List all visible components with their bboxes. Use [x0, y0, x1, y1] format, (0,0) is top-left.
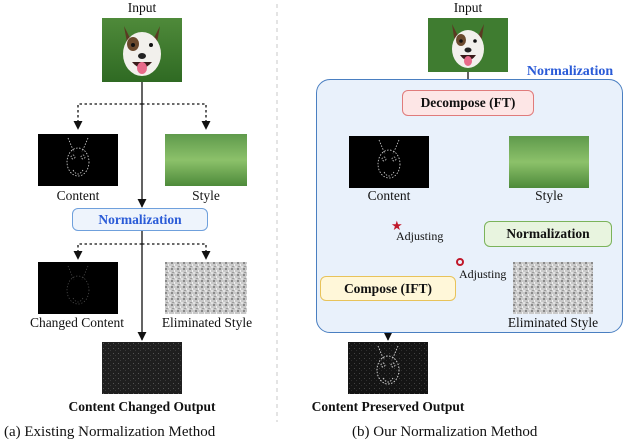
right-input-label: Input	[453, 0, 483, 15]
arrow-to-style	[142, 103, 211, 130]
left-content-label: Content	[56, 188, 100, 203]
compose-box: Compose (IFT)	[320, 276, 456, 301]
left-changed-content-image	[38, 262, 118, 314]
left-changed-content-label: Changed Content	[29, 315, 125, 330]
circle-marker-icon	[456, 258, 464, 266]
adjusting-label-content: Adjusting	[396, 229, 444, 243]
right-content-image	[349, 136, 429, 188]
adjusting-label-style: Adjusting	[459, 267, 507, 281]
left-output-image	[102, 342, 182, 394]
left-content-image	[38, 134, 118, 186]
right-eliminated-style-label: Eliminated Style	[507, 315, 599, 330]
left-caption: (a) Existing Normalization Method	[4, 424, 216, 440]
right-style-image	[509, 136, 589, 188]
left-style-image	[165, 134, 247, 186]
right-caption: (b) Our Normalization Method	[352, 424, 538, 440]
left-style-label: Style	[192, 188, 220, 203]
right-eliminated-style-image	[513, 262, 593, 314]
decompose-box: Decompose (FT)	[402, 90, 534, 116]
normalization-region-label: Normalization	[526, 64, 614, 79]
left-input-label: Input	[127, 0, 157, 15]
left-input-dog-image	[102, 18, 182, 82]
right-input-dog-image	[428, 18, 508, 72]
left-eliminated-style-label: Eliminated Style	[161, 315, 253, 330]
left-output-label: Content Changed Output	[68, 399, 216, 414]
arrow-to-changed-content	[73, 243, 142, 260]
right-output-label: Content Preserved Output	[311, 399, 465, 414]
right-style-label: Style	[535, 188, 563, 203]
arrow-to-eliminated-style	[142, 243, 211, 260]
right-output-image	[348, 342, 428, 394]
star-icon: ★	[391, 218, 403, 233]
right-normalization-box: Normalization	[484, 221, 612, 247]
left-normalization-box: Normalization	[72, 208, 208, 231]
arrow-to-content	[73, 103, 142, 130]
left-eliminated-style-image	[165, 262, 247, 314]
right-content-label: Content	[367, 188, 411, 203]
